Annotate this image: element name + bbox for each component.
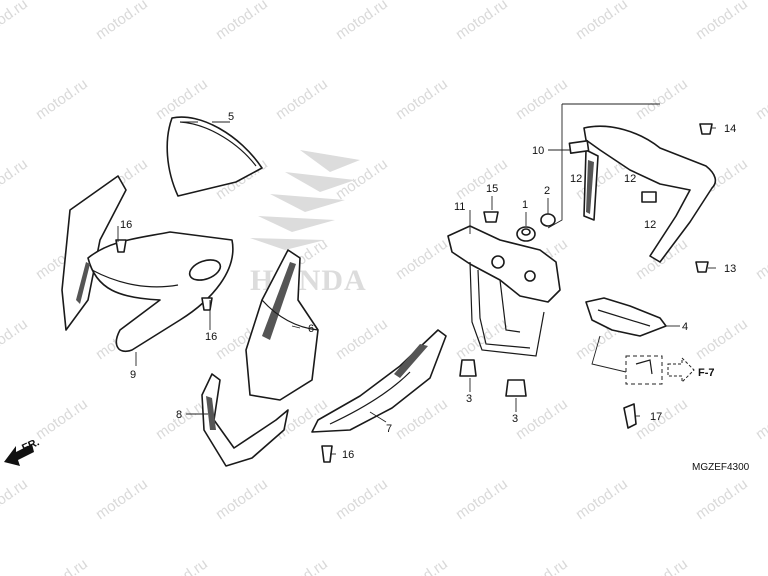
callout-12-mid: 12 bbox=[624, 173, 636, 185]
watermark-text: motod.ru bbox=[153, 75, 211, 123]
callout-7: 7 bbox=[386, 423, 392, 435]
watermark-text: motod.ru bbox=[33, 75, 91, 123]
watermark-text: motod.ru bbox=[693, 315, 751, 363]
part-grommets bbox=[483, 211, 556, 242]
part-windscreen bbox=[166, 116, 263, 197]
watermark-text: motod.ru bbox=[393, 75, 451, 123]
callout-12-left: 12 bbox=[570, 173, 582, 185]
watermark-text: motod.ru bbox=[33, 395, 91, 443]
watermark-text: motod.ru bbox=[0, 155, 31, 203]
callout-17: 17 bbox=[650, 411, 662, 423]
watermark-text: motod.ru bbox=[0, 0, 31, 43]
callout-11: 11 bbox=[454, 201, 465, 213]
watermark-text: motod.ru bbox=[633, 555, 691, 576]
ref-label-f7: F-7 bbox=[698, 367, 715, 379]
part-inner-cowl bbox=[245, 249, 319, 401]
part-bolts bbox=[115, 123, 713, 463]
part-meter-cover bbox=[568, 125, 717, 263]
callout-16-mid: 16 bbox=[205, 331, 217, 343]
f7-reference bbox=[625, 355, 695, 385]
watermark-text: motod.ru bbox=[513, 395, 571, 443]
callout-4: 4 bbox=[682, 321, 688, 333]
watermark-text: motod.ru bbox=[333, 315, 391, 363]
arrow-right-icon bbox=[667, 356, 695, 384]
callout-16-lower: 16 bbox=[342, 449, 354, 461]
watermark-text: motod.ru bbox=[693, 0, 751, 43]
callout-3-left: 3 bbox=[466, 393, 472, 405]
front-direction bbox=[4, 444, 34, 466]
watermark-text: motod.ru bbox=[453, 155, 511, 203]
diagram-code: MGZEF4300 bbox=[692, 462, 750, 473]
watermark-text: motod.ru bbox=[273, 75, 331, 123]
callout-1: 1 bbox=[522, 199, 528, 211]
honda-wing-logo: HONDA bbox=[250, 150, 366, 297]
watermark-text: motod.ru bbox=[393, 395, 451, 443]
watermark-text: motod.ru bbox=[513, 555, 571, 576]
callout-12-right: 12 bbox=[644, 219, 656, 231]
watermark-text: motod.ru bbox=[573, 0, 631, 43]
callout-2: 2 bbox=[544, 185, 550, 197]
watermark-text: motod.ru bbox=[93, 0, 151, 43]
part-front-cowl bbox=[61, 175, 234, 352]
watermark-text: motod.ru bbox=[153, 555, 211, 576]
watermark-text: motod.ru bbox=[573, 475, 631, 523]
watermark-text: motod.ru bbox=[213, 475, 271, 523]
callout-16-upper: 16 bbox=[120, 219, 132, 231]
watermark-text: motod.ru bbox=[273, 555, 331, 576]
watermark-text: motod.ru bbox=[453, 475, 511, 523]
watermark-text: motod.ru bbox=[333, 475, 391, 523]
front-arrow-icon bbox=[4, 444, 34, 466]
callout-3-right: 3 bbox=[512, 413, 518, 425]
callout-6: 6 bbox=[308, 323, 314, 335]
watermark-text: motod.ru bbox=[753, 395, 768, 443]
watermark-text: motod.ru bbox=[333, 0, 391, 43]
callout-10: 10 bbox=[532, 145, 544, 157]
watermark-text: motod.ru bbox=[693, 475, 751, 523]
watermark-text: motod.ru bbox=[753, 75, 768, 123]
watermark-text: motod.ru bbox=[393, 555, 451, 576]
part-bracket bbox=[585, 297, 667, 337]
part-rubber-mounts bbox=[459, 359, 527, 397]
front-label: FR. bbox=[20, 436, 41, 454]
watermark-text: motod.ru bbox=[0, 475, 31, 523]
callout-15: 15 bbox=[486, 183, 498, 195]
callout-14: 14 bbox=[724, 123, 736, 135]
callouts: 5 16 16 9 6 8 7 16 11 15 1 2 3 3 10 12 1… bbox=[20, 111, 749, 473]
callout-13: 13 bbox=[724, 263, 736, 275]
watermark-text: motod.ru bbox=[633, 75, 691, 123]
callout-9: 9 bbox=[130, 369, 136, 381]
part-lower-cowl-left bbox=[201, 373, 289, 467]
part-lower-cowl-right bbox=[311, 329, 447, 433]
leader-lines bbox=[117, 103, 716, 455]
watermark-text: motod.ru bbox=[0, 315, 31, 363]
callout-5: 5 bbox=[228, 111, 234, 123]
watermark-text: motod.ru bbox=[33, 555, 91, 576]
watermark-text: motod.ru bbox=[93, 475, 151, 523]
watermark-text: motod.ru bbox=[753, 235, 768, 283]
part-stay-frame bbox=[447, 225, 561, 357]
watermark-text: motod.ru bbox=[213, 0, 271, 43]
watermark-text: motod.ru bbox=[393, 235, 451, 283]
watermark-text: motod.ru bbox=[753, 555, 768, 576]
callout-8: 8 bbox=[176, 409, 182, 421]
watermark-text: motod.ru bbox=[453, 0, 511, 43]
